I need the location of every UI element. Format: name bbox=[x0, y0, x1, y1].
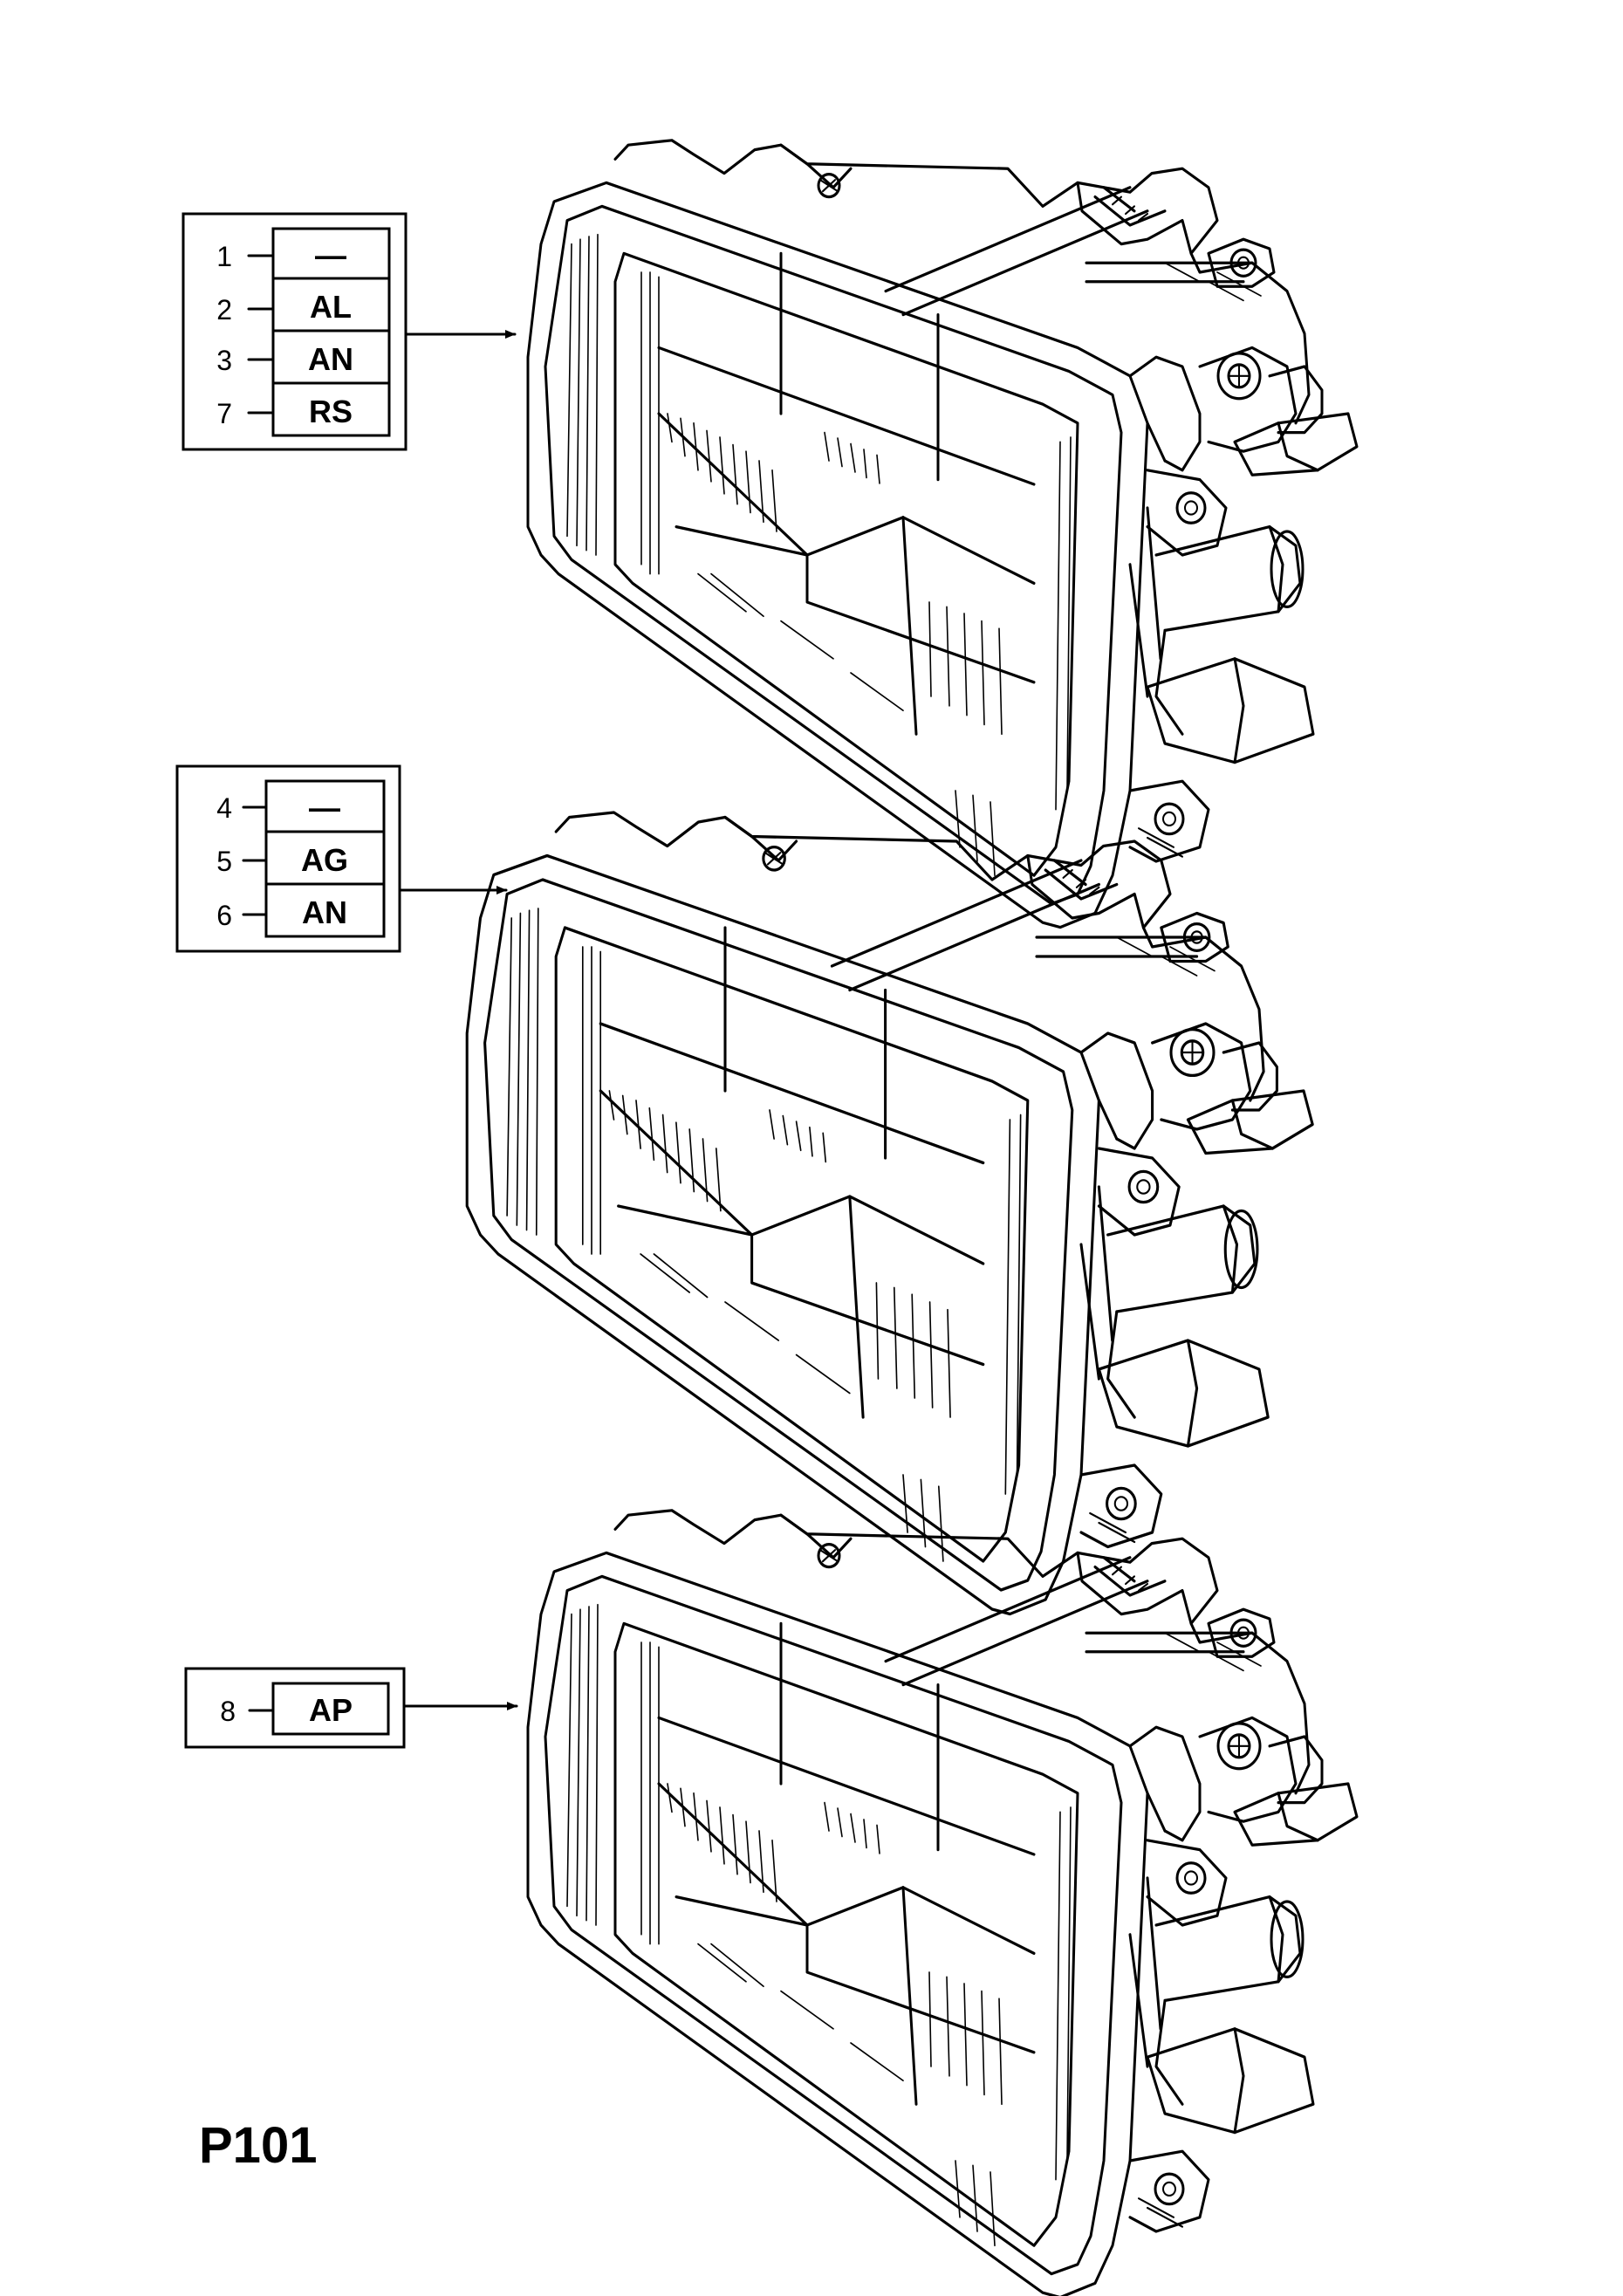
code-cell bbox=[271, 1682, 390, 1736]
item-code: AN bbox=[308, 341, 353, 377]
code-cell bbox=[264, 882, 386, 938]
item-code: AN bbox=[302, 894, 347, 930]
item-number: 5 bbox=[216, 846, 232, 877]
item-row: 2 AL bbox=[216, 277, 391, 332]
item-number: 2 bbox=[216, 294, 232, 326]
code-cell bbox=[271, 381, 391, 437]
item-number: 1 bbox=[216, 241, 232, 272]
headlamp-assembly-icon bbox=[465, 811, 1314, 1616]
item-number: 7 bbox=[216, 398, 232, 429]
item-code: AP bbox=[309, 1692, 353, 1728]
diagram-reference: P101 bbox=[199, 2117, 317, 2174]
item-number: 4 bbox=[216, 792, 232, 824]
item-code: RS bbox=[309, 394, 353, 429]
label-group-3: 8 AP bbox=[184, 1667, 518, 1749]
item-row: 5 AG bbox=[216, 830, 386, 886]
item-code: — bbox=[309, 790, 340, 826]
item-code: — bbox=[315, 237, 346, 273]
code-cell bbox=[271, 329, 391, 385]
code-cell bbox=[264, 779, 386, 833]
headlamp-assembly-icon bbox=[526, 1509, 1359, 2296]
code-cell bbox=[264, 830, 386, 886]
item-number: 6 bbox=[216, 900, 232, 931]
item-code: AG bbox=[301, 842, 348, 878]
item-row: 6 AN bbox=[216, 882, 386, 938]
item-row: 3 AN bbox=[216, 329, 391, 385]
item-row: 7 RS bbox=[216, 381, 391, 437]
item-row: 4 — bbox=[216, 779, 386, 833]
label-group-2: 4 — 5 AG 6 AN bbox=[175, 764, 508, 953]
label-group-1: 1 — 2 AL 3 AN 7 RS bbox=[181, 212, 517, 451]
headlamp-assembly-icon bbox=[526, 139, 1359, 929]
item-number: 8 bbox=[220, 1696, 236, 1727]
item-code: AL bbox=[310, 289, 352, 325]
item-number: 3 bbox=[216, 345, 232, 376]
